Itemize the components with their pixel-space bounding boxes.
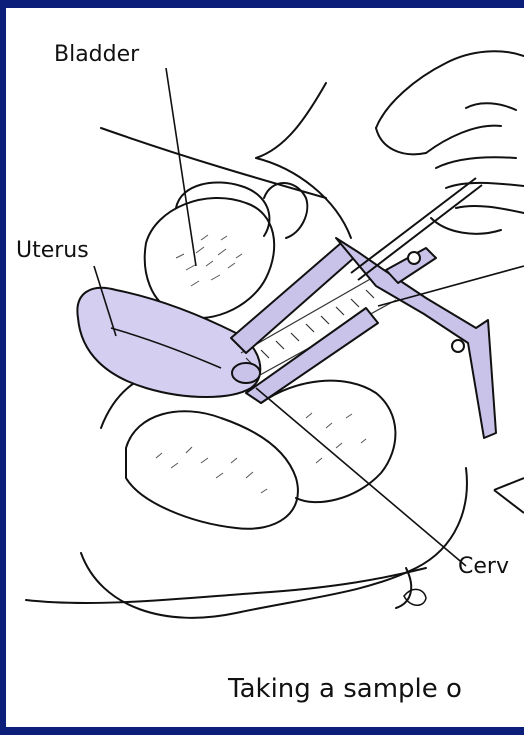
bladder-label: Bladder xyxy=(54,44,139,66)
diagram-panel: Bladder Uterus Cerv Taking a sample o xyxy=(6,8,524,727)
anatomy-illustration xyxy=(6,8,524,727)
bladder-leader xyxy=(166,68,196,266)
cervix-leader xyxy=(256,388,466,566)
abdomen-outline xyxy=(101,128,326,198)
rectum-outline xyxy=(126,411,298,529)
hand-illustration xyxy=(376,51,524,234)
cervix-shape xyxy=(232,363,260,383)
spatula-tip xyxy=(494,478,524,513)
diagram-caption: Taking a sample o xyxy=(228,676,462,702)
cervix-label: Cerv xyxy=(458,556,509,578)
pubic-bone-outline xyxy=(264,183,307,238)
bowel-outline xyxy=(261,381,395,502)
bowel-texture xyxy=(156,413,366,493)
skin-line xyxy=(256,83,326,158)
bladder-texture xyxy=(176,235,242,286)
body-outline xyxy=(26,568,426,603)
hair-mark xyxy=(404,589,426,605)
uterus-shape xyxy=(77,288,260,397)
uterus-label: Uterus xyxy=(16,240,89,262)
bladder-outline xyxy=(145,198,274,318)
